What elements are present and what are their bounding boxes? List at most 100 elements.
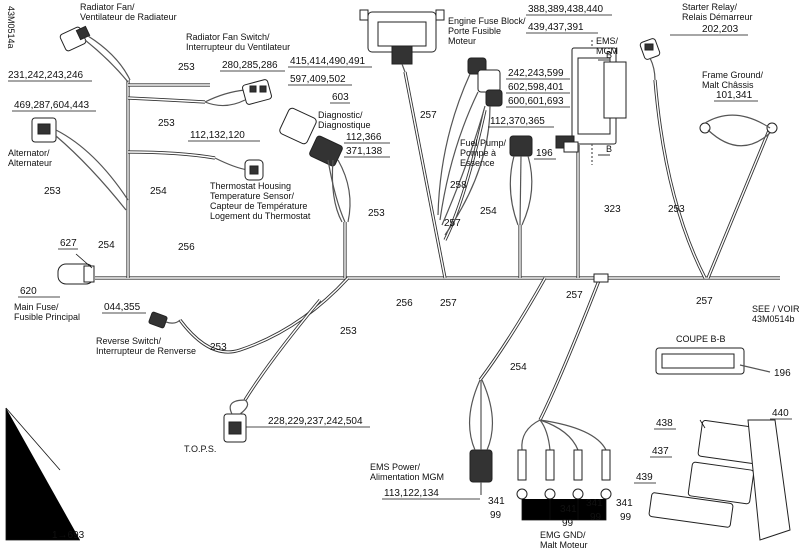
reverse-switch-refs: 044,355 [104, 302, 141, 313]
thermostat-line2: Temperature Sensor/ [210, 191, 295, 201]
connector-ref-438: 438 [656, 418, 673, 429]
fuel-pump-label-fr1: Pompe à [460, 148, 496, 158]
see-also-line1: SEE / VOIR [752, 304, 800, 314]
bracket-196 [563, 141, 579, 153]
harness-trunks [95, 71, 780, 421]
emg-ref-341-b: 341 [560, 504, 577, 515]
callout-323: 323 [604, 204, 621, 215]
starter-relay-label-en: Starter Relay/ [682, 2, 738, 12]
callout-254-d: 254 [510, 362, 527, 373]
doc-code: 43M0514a [6, 6, 16, 49]
main-fuse-label-en: Main Fuse/ [14, 302, 59, 312]
emg-ref-99-d: 99 [590, 512, 602, 523]
coupe-bb-detail [655, 347, 771, 375]
frame-ground-label-fr: Malt Châssis [702, 80, 754, 90]
main-fuse [57, 253, 95, 285]
radiator-fan-label-en: Radiator Fan/ [80, 2, 135, 12]
fuel-pump-label-fr2: Essence [460, 158, 495, 168]
fuse-block-refs-b: 602,598,401 [508, 82, 564, 93]
reverse-switch-label-fr: Interrupteur de Renverse [96, 346, 196, 356]
emg-gnd-label-fr: Malt Moteur [540, 540, 588, 550]
callout-257-a: 257 [420, 110, 437, 121]
callout-254-c: 254 [480, 206, 497, 217]
ems-power-connector [468, 379, 494, 495]
coupe-title: COUPE B-B [676, 334, 726, 344]
ems-power-label-en: EMS Power/ [370, 462, 421, 472]
frame-ground-refs: 101,341 [716, 90, 753, 101]
main-fuse-ref-b: 620 [20, 286, 37, 297]
fan-switch-label-fr: Interrupteur du Ventilateur [186, 42, 290, 52]
callout-253-c: 253 [44, 186, 61, 197]
starter-relay-label-fr: Relais Démarreur [682, 12, 753, 22]
coupe-ref: 196 [774, 368, 791, 379]
emg-ref-341-c: 341 [586, 498, 603, 509]
connector-ref-437: 437 [652, 446, 669, 457]
fuel-pump-connector [509, 135, 533, 226]
ems-module [555, 40, 627, 165]
fuel-pump-label-en: Fuel Pump/ [460, 138, 507, 148]
tops-refs: 228,229,237,242,504 [268, 416, 363, 427]
fan-switch-connector [204, 79, 272, 107]
main-fuse-ref-a: 627 [60, 238, 77, 249]
ems-label-fr: MGM [596, 46, 618, 56]
diagnostic-ref-top: 603 [332, 92, 349, 103]
fuse-block-refs-a: 242,243,599 [508, 68, 564, 79]
radiator-fan-connector [59, 25, 131, 83]
diagnostic-refs-b: 371,138 [346, 146, 383, 157]
callout-254-a: 254 [150, 186, 167, 197]
callout-257-d: 257 [566, 290, 583, 301]
callout-253-b: 253 [158, 118, 175, 129]
thermostat-line3: Capteur de Température [210, 201, 307, 211]
frame-ground-terminals [699, 114, 778, 147]
callout-256-b: 256 [396, 298, 413, 309]
ems-refs-a: 388,389,438,440 [528, 4, 604, 15]
callout-257-c: 257 [440, 298, 457, 309]
top-module-refs-a: 415,414,490,491 [290, 56, 366, 67]
fuse-block-label-fr1: Porte Fusible [448, 26, 501, 36]
top-module-refs-b: 597,409,502 [290, 74, 346, 85]
top-module-connector [359, 9, 445, 73]
callout-253-e: 253 [668, 204, 685, 215]
thermostat-sensor-connector [214, 157, 264, 181]
radiator-fan-label-fr: Ventilateur de Radiateur [80, 12, 177, 22]
alternator-label-en: Alternator/ [8, 148, 50, 158]
emg-ref-99-b: 99 [562, 518, 574, 529]
starter-relay-refs: 202,203 [702, 24, 739, 35]
fuse-block-refs-c: 600,601,693 [508, 96, 564, 107]
fuse-block-connectors [437, 57, 503, 236]
page-boundary [5, 407, 80, 541]
main-fuse-label-fr: Fusible Principal [14, 312, 80, 322]
callout-253-g: 253 [210, 342, 227, 353]
ems-power-label-fr: Alimentation MGM [370, 472, 444, 482]
bracket-ref: 196 [536, 148, 553, 159]
alternator-refs: 469,287,604,443 [14, 100, 90, 111]
ems-refs-b: 439,437,391 [528, 22, 584, 33]
callout-253-d: 253 [368, 208, 385, 219]
emg-ground-terminals [516, 419, 612, 521]
diagnostic-connector [279, 107, 351, 223]
ems-connector-housings [648, 419, 791, 541]
see-also-line2: 43M0514b [752, 314, 795, 324]
diagnostic-label-en: Diagnostic/ [318, 110, 363, 120]
fuel-pump-refs: 112,370,365 [490, 116, 545, 127]
ems-power-refs: 113,122,134 [384, 488, 439, 499]
thermostat-line4: Logement du Thermostat [210, 211, 311, 221]
fan-switch-refs: 280,285,286 [222, 60, 278, 71]
callout-254-b: 254 [98, 240, 115, 251]
reverse-switch-connector [148, 311, 181, 329]
fuse-block-label-en: Engine Fuse Block/ [448, 16, 526, 26]
tops-label: T.O.P.S. [184, 444, 216, 454]
alternator-connector [31, 117, 129, 211]
ems-section-a: B [606, 50, 612, 60]
harness-callouts: 253 253 253 253 253 253 253 254 254 254 … [44, 62, 713, 373]
ems-section-b: B [606, 144, 612, 154]
emg-gnd-label-en: EMG GND/ [540, 530, 586, 540]
callout-253-f: 253 [340, 326, 357, 337]
thermostat-refs: 112,132,120 [190, 130, 245, 141]
connector-ref-440: 440 [772, 408, 789, 419]
radiator-fan-refs: 231,242,243,246 [8, 70, 84, 81]
callout-257-e: 257 [696, 296, 713, 307]
reverse-switch-label-en: Reverse Switch/ [96, 336, 162, 346]
thermostat-line1: Thermostat Housing [210, 181, 291, 191]
